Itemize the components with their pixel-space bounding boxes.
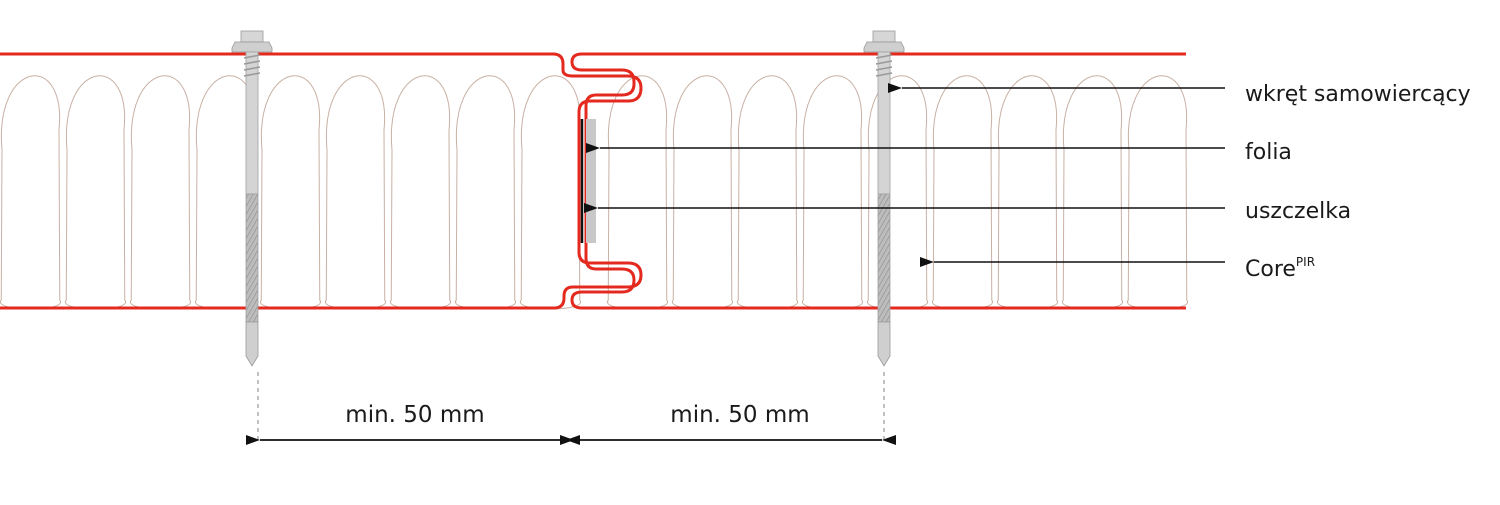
seal-strip [586,119,596,243]
core-foam-cell [997,75,1058,310]
core-foam-cell [932,75,993,310]
label-core: CorePIR [1245,255,1316,282]
core-foam-cell [130,75,191,310]
core-foam-cell [1062,75,1123,310]
dimension-label-left: min. 50 mm [345,402,485,428]
core-foam-cell [672,75,733,310]
label-core-text: Core [1245,257,1296,282]
core-foam-cell [260,75,321,310]
label-seal: uszczelka [1245,199,1352,224]
core-foam-cell [455,75,516,310]
core-foam-cell [802,75,863,310]
label-foil: folia [1245,140,1292,165]
self-drilling-screw [863,30,905,367]
right-panel-facing [570,52,1186,310]
core-foam-cell [1127,75,1188,310]
core-foam-cell [390,75,451,310]
core-foam-cell [737,75,798,310]
self-drilling-screw [231,30,273,367]
label-screw: wkręt samowiercący [1245,82,1471,107]
left-panel-facing [0,52,643,310]
label-core-sup: PIR [1295,255,1316,269]
core-foam-cell [520,75,581,310]
core-foam-cell [325,75,386,310]
core-foam-cell [65,75,126,310]
core-foam-cell [867,75,928,310]
core-foam-cell [607,75,668,310]
dimension-label-right: min. 50 mm [670,402,810,428]
core-foam-cell [0,75,61,310]
